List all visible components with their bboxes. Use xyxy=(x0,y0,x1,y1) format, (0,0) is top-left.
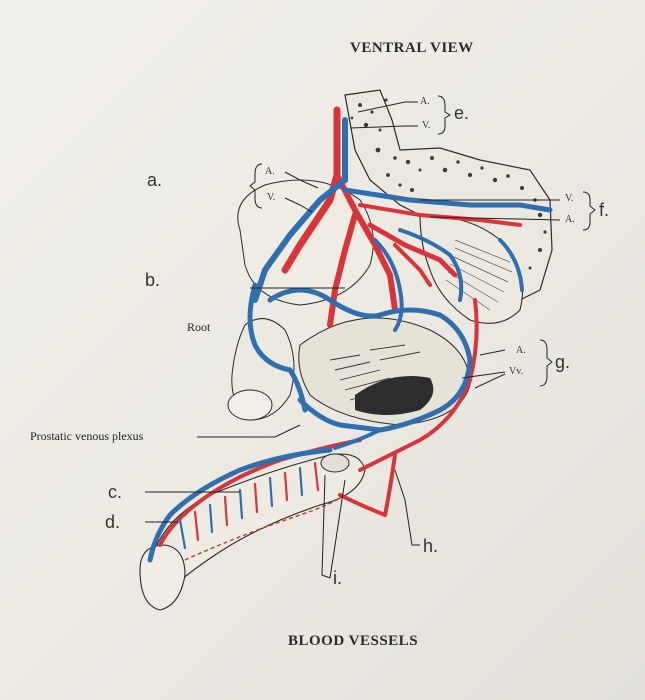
leader-g-artery xyxy=(479,349,506,356)
vein-main-left xyxy=(252,117,348,303)
label-prostatic-venous-plexus: Prostatic venous plexus xyxy=(30,429,144,443)
corpora-cross-section xyxy=(320,453,350,473)
label-d: d. xyxy=(105,512,121,532)
bracket-g xyxy=(539,339,553,387)
label-f: f. xyxy=(599,200,610,220)
label-f-vein: V. xyxy=(565,193,574,204)
label-g-artery: A. xyxy=(516,345,526,356)
title-ventral-view: VENTRAL VIEW xyxy=(350,40,474,56)
leader-g-vein2 xyxy=(474,373,506,389)
leader-g-vein1 xyxy=(461,371,506,379)
leader-i-2 xyxy=(329,479,346,579)
leader-e-artery xyxy=(357,101,418,113)
aorta-iliac-main xyxy=(281,106,341,274)
leader-a-vein xyxy=(284,197,313,213)
crus-cut-end xyxy=(227,389,273,421)
pelvis-wing xyxy=(419,214,524,324)
artery-branch-right xyxy=(367,222,458,278)
pudendal-artery xyxy=(327,212,358,328)
caption-blood-vessels: BLOOD VESSELS xyxy=(288,633,419,649)
circumflex-branches xyxy=(178,461,320,550)
vein-dorsal-return xyxy=(333,428,382,450)
label-h: h. xyxy=(423,536,439,556)
bone-texture xyxy=(350,98,547,270)
label-c: c. xyxy=(108,482,123,502)
label-g: g. xyxy=(555,352,571,372)
internal-iliac-branch xyxy=(334,172,398,313)
artery-to-i xyxy=(338,493,387,517)
vein-left-lateral xyxy=(247,282,308,413)
glans xyxy=(139,544,186,611)
bracket-a xyxy=(249,163,263,209)
leader-i-1 xyxy=(321,474,331,579)
label-g-veins: Vv. xyxy=(509,366,524,377)
artery-right-descending xyxy=(358,298,479,472)
vein-shaft-dorsal xyxy=(147,447,333,563)
leader-h xyxy=(394,469,420,546)
leader-lines xyxy=(145,95,596,579)
vein-top-right xyxy=(342,187,553,213)
vein-mid-branch xyxy=(373,238,404,332)
leader-a-artery xyxy=(284,171,319,189)
label-f-artery: A. xyxy=(565,214,575,225)
veins xyxy=(147,117,553,563)
artery-h-branch xyxy=(383,453,397,517)
label-root: Root xyxy=(187,320,211,334)
vein-plexus-loop xyxy=(267,287,473,433)
label-i: i. xyxy=(333,568,342,588)
vein-pelvis-right xyxy=(498,238,524,292)
bracket-e xyxy=(437,95,451,135)
urethra-dashed xyxy=(184,494,346,561)
vein-prostatic xyxy=(297,397,383,433)
label-e: e. xyxy=(454,103,470,123)
artery-branch-mid xyxy=(393,243,432,287)
leader-e-vein xyxy=(349,125,418,129)
bracket-f xyxy=(582,191,596,231)
leader-f-artery xyxy=(429,216,561,221)
label-a-vein: V. xyxy=(267,192,276,203)
label-e-vein: V. xyxy=(422,120,431,131)
bulb-dark xyxy=(355,376,434,415)
label-b: b. xyxy=(145,270,161,290)
label-e-artery: A. xyxy=(420,96,430,107)
leader-prostatic xyxy=(197,424,301,438)
label-a-artery: A. xyxy=(265,166,275,177)
pelvic-bone xyxy=(344,89,553,324)
label-a: a. xyxy=(147,170,163,190)
penis-shaft xyxy=(139,453,366,611)
vein-right-branch xyxy=(398,228,464,302)
